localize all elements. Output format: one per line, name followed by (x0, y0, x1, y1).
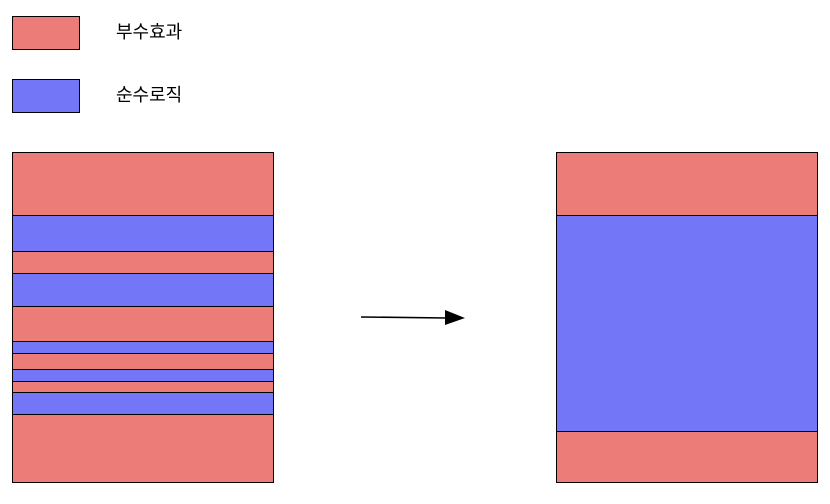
before-segment-side-effect (13, 306, 273, 343)
after-segment-side-effect (557, 153, 817, 217)
before-segment-side-effect (13, 354, 273, 371)
legend-swatch-pure-logic (12, 79, 80, 113)
before-segment-pure-logic (13, 274, 273, 307)
after-segment-pure-logic (557, 216, 817, 432)
before-segment-side-effect (13, 251, 273, 275)
legend-label-pure-logic: 순수로직 (116, 85, 183, 106)
right-arrow-icon (360, 310, 465, 325)
before-segment-pure-logic (13, 342, 273, 355)
before-segment-pure-logic (13, 370, 273, 382)
before-segment-side-effect (13, 415, 273, 482)
legend-label-side-effect: 부수효과 (116, 22, 183, 43)
before-segment-side-effect (13, 153, 273, 217)
before-segment-pure-logic (13, 392, 273, 416)
before-stack (12, 152, 274, 483)
after-stack (556, 152, 818, 483)
before-segment-side-effect (13, 381, 273, 393)
after-segment-side-effect (557, 431, 817, 482)
before-segment-pure-logic (13, 216, 273, 252)
legend-swatch-side-effect (12, 16, 80, 50)
